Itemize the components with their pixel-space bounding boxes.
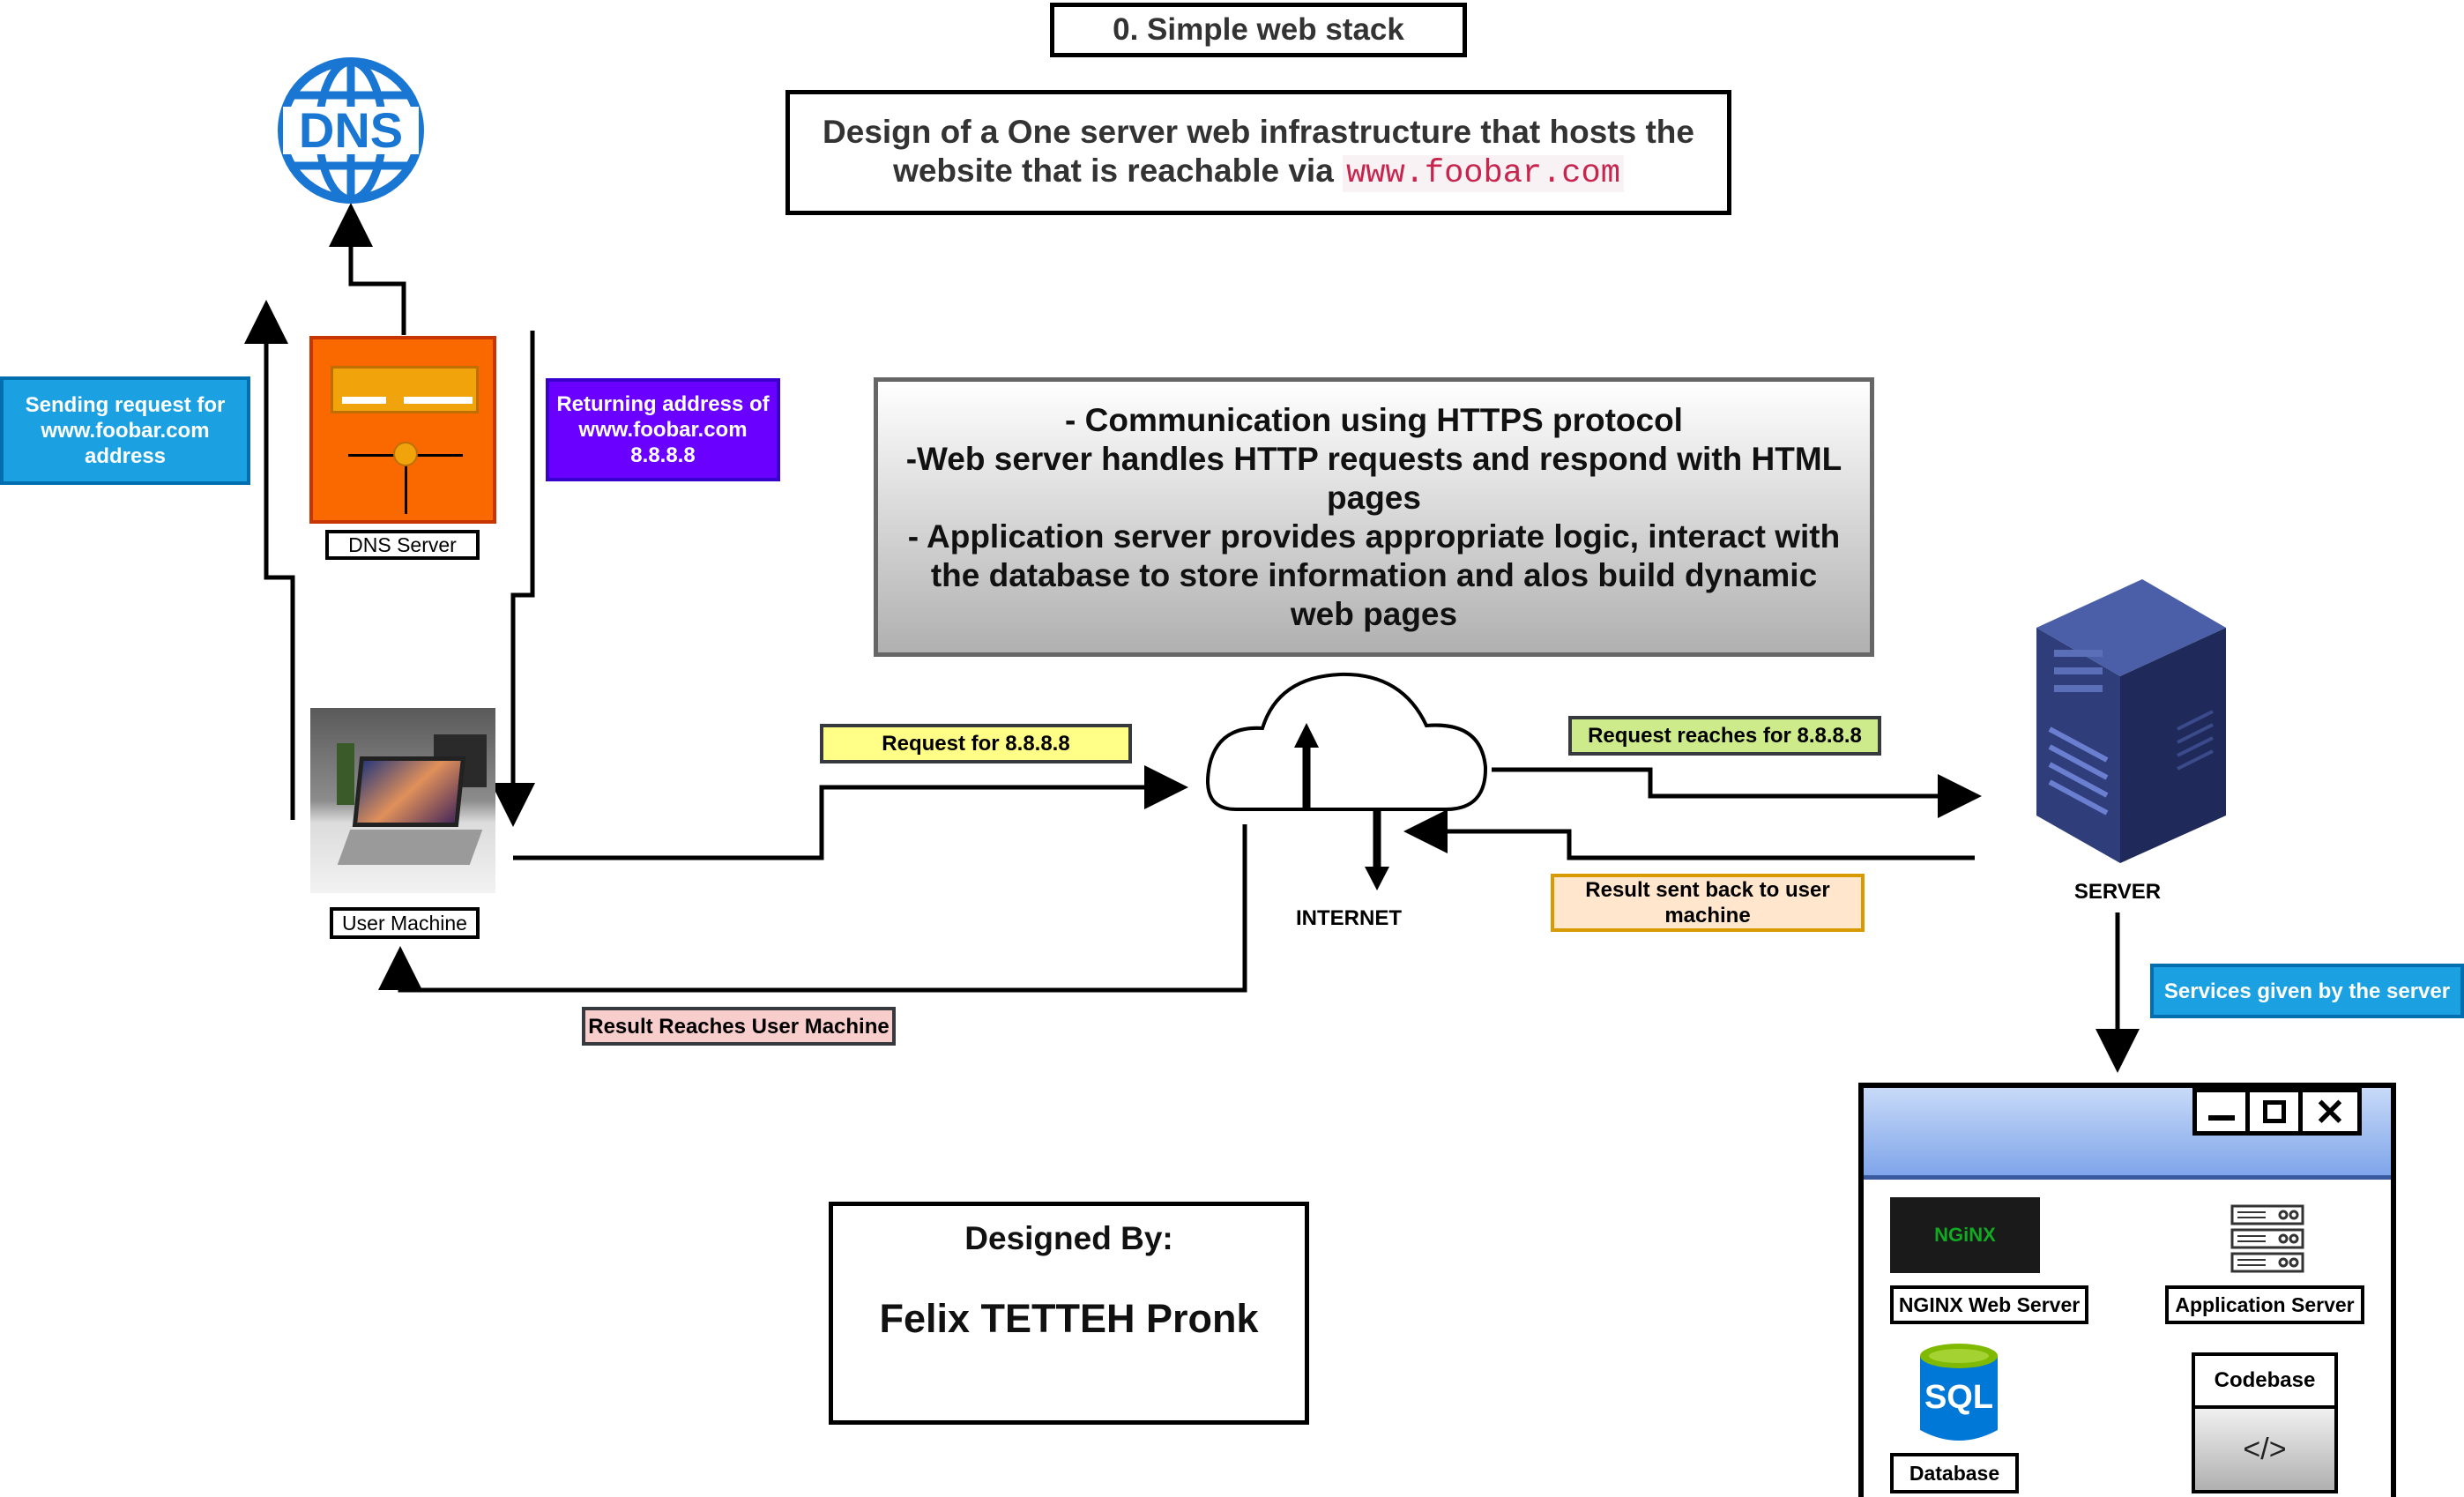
diagram-title: 0. Simple web stack <box>1050 3 1467 57</box>
nginx-caption: NGINX Web Server <box>1890 1285 2088 1324</box>
result-reaches-label: Result Reaches User Machine <box>582 1007 896 1046</box>
dns-server-panel <box>331 366 479 413</box>
description-line-2: website that is reachable via www.foobar… <box>893 152 1624 193</box>
server-rack-icon <box>2036 579 2226 863</box>
internet-cloud-icon <box>1206 672 1488 890</box>
internet-caption: INTERNET <box>1296 906 1402 930</box>
code-icon: </> <box>2192 1409 2338 1493</box>
dns-icon-text: DNS <box>298 102 404 158</box>
services-window: ✕ NGiNX NGINX Web Server Application Ser… <box>1858 1083 2396 1497</box>
sending-request-arrow <box>244 300 295 820</box>
user-machine-image <box>310 708 495 893</box>
request-reaches-label: Request reaches for 8.8.8.8 <box>1568 716 1881 756</box>
close-icon[interactable]: ✕ <box>2314 1091 2346 1133</box>
codebase-title: Codebase <box>2192 1352 2338 1409</box>
laptop-screen-icon <box>352 756 466 827</box>
user-machine-caption: User Machine <box>330 907 480 939</box>
domain-code: www.foobar.com <box>1343 154 1624 192</box>
dns-server-caption: DNS Server <box>325 530 480 560</box>
returning-address-label: Returning address of www.foobar.com 8.8.… <box>546 378 780 481</box>
info-box: - Communication using HTTPS protocol -We… <box>874 377 1874 657</box>
database-icon-text: SQL <box>1924 1379 1994 1416</box>
application-server-icon <box>2230 1204 2304 1273</box>
dns-lookup-arrow <box>329 203 406 335</box>
window-controls: ✕ <box>2192 1088 2362 1136</box>
description-line-1: Design of a One server web infrastructur… <box>823 113 1694 150</box>
services-window-titlebar: ✕ <box>1864 1088 2391 1180</box>
dns-server-icon <box>309 336 496 524</box>
services-given-label: Services given by the server <box>2150 964 2464 1018</box>
minimize-icon[interactable] <box>2197 1092 2250 1131</box>
request-reaches-arrow <box>1492 767 1982 818</box>
description-box: Design of a One server web infrastructur… <box>785 90 1731 215</box>
request-arrow <box>513 765 1188 860</box>
result-reaches-arrow <box>378 824 1247 993</box>
returning-address-arrow <box>491 331 535 827</box>
designed-by-box: Designed By: Felix TETTEH Pronk <box>829 1202 1309 1425</box>
info-line-2: -Web server handles HTTP requests and re… <box>905 440 1842 516</box>
sending-request-label: Sending request for www.foobar.com addre… <box>0 376 250 485</box>
laptop-keyboard-icon <box>337 830 483 865</box>
database-icon: SQL <box>1918 1342 1999 1444</box>
info-line-3: - Application server provides appropriat… <box>907 518 1841 632</box>
info-line-1: - Communication using HTTPS protocol <box>1065 401 1683 438</box>
server-caption: SERVER <box>2073 880 2162 904</box>
database-caption: Database <box>1890 1453 2019 1493</box>
designed-by-heading: Designed By: <box>964 1220 1173 1256</box>
maximize-icon[interactable] <box>2250 1092 2303 1131</box>
application-server-caption: Application Server <box>2165 1285 2364 1324</box>
nginx-logo: NGiNX <box>1890 1197 2040 1273</box>
designer-name: Felix TETTEH Pronk <box>879 1296 1259 1341</box>
dns-globe-icon: DNS <box>276 56 426 205</box>
result-sent-back-label: Result sent back to user machine <box>1551 874 1865 932</box>
request-for-label: Request for 8.8.8.8 <box>820 724 1132 763</box>
result-sent-arrow <box>1403 809 1975 860</box>
